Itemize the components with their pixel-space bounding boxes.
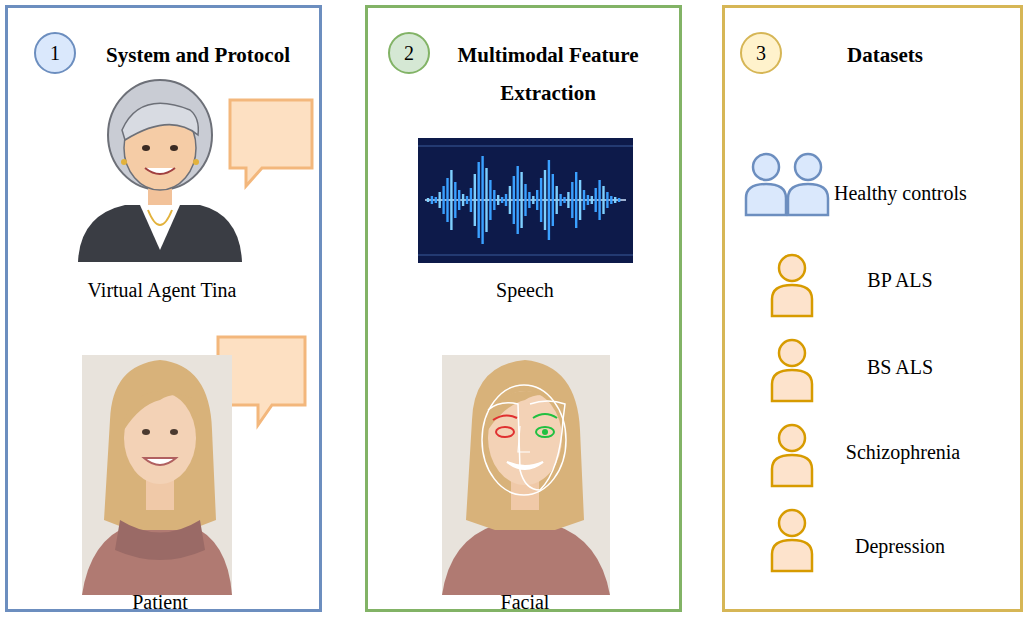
step-number-circle: 1 xyxy=(34,32,76,74)
callout-number: 2 xyxy=(404,42,414,65)
step-number-circle: 3 xyxy=(740,32,782,74)
speech-bubble xyxy=(230,100,312,186)
callout-number: 3 xyxy=(756,42,766,65)
section-panel: Multimodal Feature Extraction 2 xyxy=(365,5,682,612)
section-panel: System and Protocol 1 xyxy=(5,5,322,612)
step-number-circle: 2 xyxy=(388,32,430,74)
caption-label: Depression xyxy=(855,534,945,558)
section-panel: Datasets 3 xyxy=(722,5,1023,612)
caption-label: Facial xyxy=(501,590,550,614)
caption-label: Patient xyxy=(132,590,188,614)
callout-number: 1 xyxy=(50,42,60,65)
speech-waveform xyxy=(418,138,633,263)
panel-heading: Datasets xyxy=(785,36,985,74)
caption-label: Speech xyxy=(496,278,554,302)
agent-avatar xyxy=(78,80,242,262)
person-icons xyxy=(746,154,828,571)
caption-label: BS ALS xyxy=(867,355,933,379)
caption-label: BP ALS xyxy=(867,268,932,292)
panel-heading: System and Protocol xyxy=(78,36,318,74)
caption-label: Schizophrenia xyxy=(846,440,960,464)
caption-label: Virtual Agent Tina xyxy=(88,278,237,302)
facial-landmarks-photo xyxy=(442,355,610,595)
caption-label: Healthy controls xyxy=(834,181,967,205)
patient-photo xyxy=(82,355,232,595)
panel-heading: Multimodal Feature Extraction xyxy=(430,36,666,112)
